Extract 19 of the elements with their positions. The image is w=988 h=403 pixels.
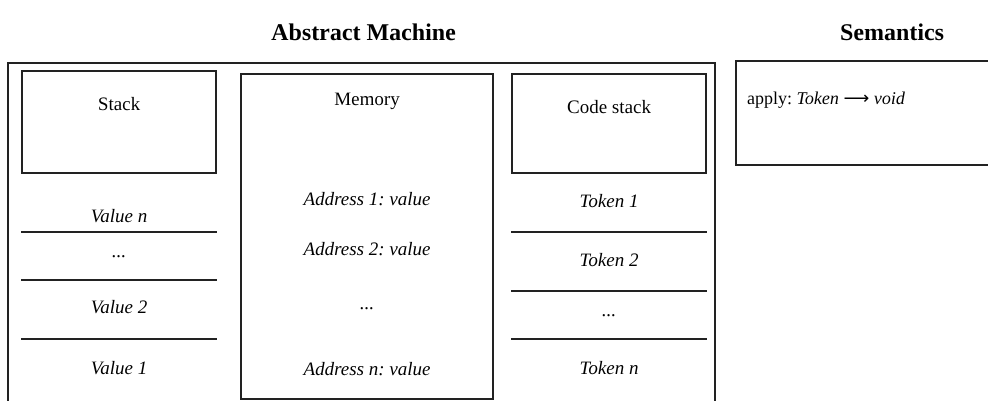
function-signature: apply: Token ⟶ void (747, 87, 905, 109)
stack-entry: ... (602, 300, 616, 322)
stack-entry: Value 2 (90, 297, 148, 319)
memory-entry: Address 1: value (304, 189, 430, 211)
column-title: Stack (98, 94, 140, 116)
stack-entry: Token n (580, 358, 638, 380)
stack-entry: ... (112, 241, 126, 263)
stack-entry: Token 1 (580, 191, 638, 213)
column-title: Memory (334, 89, 400, 111)
column-title: Code stack (567, 97, 651, 119)
memory-entry: ... (360, 293, 374, 315)
memory-entry: Address n: value (304, 359, 430, 381)
memory-panel (240, 73, 494, 400)
stack-entry: Token 2 (580, 250, 638, 272)
stack-entry: Value 1 (90, 358, 148, 380)
stack-entry: Value n (90, 206, 148, 228)
heading: Semantics (840, 19, 944, 47)
memory-entry: Address 2: value (304, 239, 430, 261)
heading: Abstract Machine (271, 19, 456, 47)
